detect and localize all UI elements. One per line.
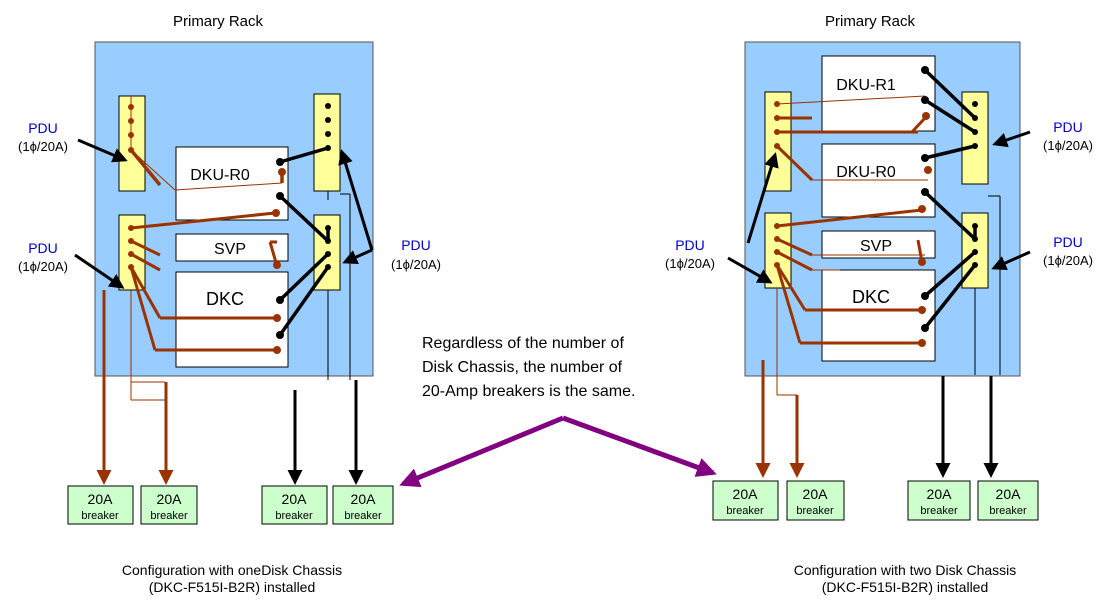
- left-module-dkc-label: DKC: [206, 289, 244, 309]
- svg-text:breaker: breaker: [989, 505, 1027, 517]
- left-breaker-1: 20A breaker: [67, 485, 134, 525]
- right-pdu-top-right-label: PDU: [1053, 119, 1083, 135]
- right-pdu-left-label: PDU: [675, 237, 705, 253]
- right-breaker-2: 20A breaker: [786, 480, 845, 521]
- note-line3: 20-Amp breakers is the same.: [422, 383, 635, 400]
- right-module-dku-r1-label: DKU-R1: [836, 77, 896, 94]
- svg-text:breaker: breaker: [344, 510, 382, 522]
- left-breaker-3: 20A breaker: [261, 485, 328, 525]
- left-module-dku-r0-label: DKU-R0: [190, 167, 250, 184]
- left-pdu-top: [118, 95, 146, 192]
- left-configuration: Primary Rack DKU-R0 SVP DKC: [18, 13, 441, 595]
- left-pdu-bottom-label: PDU: [28, 240, 58, 256]
- left-breaker-4: 20A breaker: [332, 485, 394, 525]
- left-pdu-right-rating: (1ϕ/20A): [391, 257, 441, 272]
- right-breaker-1: 20A breaker: [712, 480, 779, 521]
- svg-text:breaker: breaker: [796, 505, 834, 517]
- right-configuration: Primary Rack DKU-R1 DKU-R0 SVP DKC: [665, 13, 1093, 595]
- right-module-dkc-label: DKC: [852, 287, 890, 307]
- right-breaker-3: 20A breaker: [907, 480, 971, 521]
- svg-text:20A: 20A: [88, 491, 114, 507]
- svg-text:20A: 20A: [803, 486, 829, 502]
- svg-text:20A: 20A: [927, 486, 953, 502]
- left-caption-line1: Configuration with oneDisk Chassis: [122, 562, 342, 578]
- svg-text:20A: 20A: [733, 486, 759, 502]
- svg-text:breaker: breaker: [275, 510, 313, 522]
- right-module-svp-label: SVP: [860, 238, 892, 255]
- note-arrow-left: [399, 415, 564, 488]
- note-line2: Disk Chassis, the number of: [422, 359, 623, 376]
- left-module-svp: [175, 233, 289, 262]
- left-pdu-top-right: [313, 93, 341, 192]
- left-pdu-top-label: PDU: [28, 120, 58, 136]
- right-breaker-4: 20A breaker: [977, 480, 1039, 521]
- note-arrow-right: [562, 415, 717, 477]
- right-caption-line1: Configuration with two Disk Chassis: [794, 562, 1017, 578]
- svg-text:breaker: breaker: [726, 505, 764, 517]
- left-pdu-right-label: PDU: [401, 237, 431, 253]
- right-pdu-top-right-rating: (1ϕ/20A): [1043, 138, 1093, 153]
- left-rack-title: Primary Rack: [173, 13, 264, 30]
- svg-text:20A: 20A: [157, 491, 183, 507]
- left-pdu-top-rating: (1ϕ/20A): [18, 139, 68, 154]
- right-module-dku-r0-label: DKU-R0: [836, 164, 896, 181]
- right-pdu-left-rating: (1ϕ/20A): [665, 256, 715, 271]
- svg-text:breaker: breaker: [150, 510, 188, 522]
- svg-text:20A: 20A: [282, 491, 308, 507]
- note-line1: Regardless of the number of: [422, 335, 624, 352]
- right-pdu-bottom-right-rating: (1ϕ/20A): [1043, 253, 1093, 268]
- breaker-note: Regardless of the number of Disk Chassis…: [399, 335, 717, 488]
- right-module-dkc: [821, 269, 936, 362]
- svg-text:20A: 20A: [351, 491, 377, 507]
- right-caption-line2: (DKC-F515I-B2R) installed: [822, 579, 989, 595]
- right-module-svp: [821, 230, 936, 259]
- right-pdu-bottom-right-label: PDU: [1053, 234, 1083, 250]
- svg-text:breaker: breaker: [81, 510, 119, 522]
- left-pdu-bottom-rating: (1ϕ/20A): [18, 259, 68, 274]
- svg-text:20A: 20A: [996, 486, 1022, 502]
- right-rack-title: Primary Rack: [825, 13, 916, 30]
- left-module-svp-label: SVP: [214, 241, 246, 258]
- left-breaker-2: 20A breaker: [140, 485, 198, 525]
- svg-text:breaker: breaker: [920, 505, 958, 517]
- left-caption-line2: (DKC-F515I-B2R) installed: [149, 579, 316, 595]
